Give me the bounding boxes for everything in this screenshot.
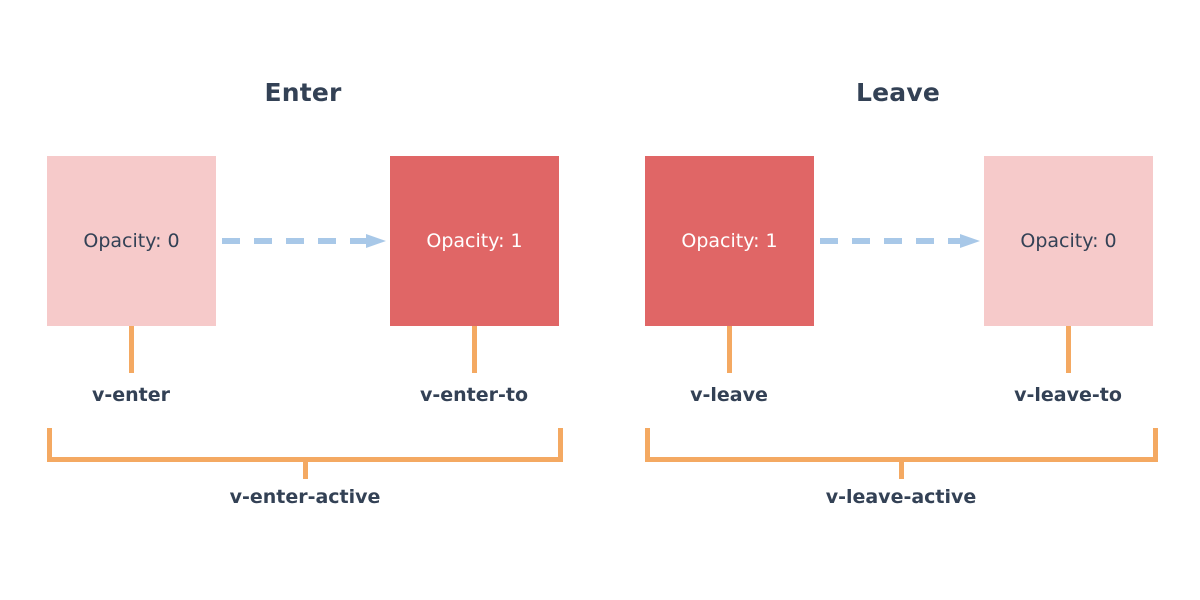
leave-group-title: Leave (855, 78, 940, 107)
v-leave-class-label: v-leave (690, 384, 768, 406)
leave-arrow-head (960, 234, 980, 248)
v-leave-to-connector (1066, 326, 1071, 373)
enter-from-box-label: Opacity: 0 (83, 230, 180, 252)
enter-to-box: Opacity: 1 (390, 156, 559, 326)
enter-arrow-head (366, 234, 386, 248)
v-leave-active-class-label: v-leave-active (825, 486, 977, 508)
enter-from-box: Opacity: 0 (47, 156, 216, 326)
v-enter-active-bracket (47, 428, 563, 462)
enter-arrow-dashes (222, 238, 366, 244)
v-leave-active-bracket (645, 428, 1158, 462)
leave-to-box: Opacity: 0 (984, 156, 1153, 326)
v-leave-to-class-label: v-leave-to (1014, 384, 1122, 406)
v-enter-active-class-label: v-enter-active (229, 486, 381, 508)
v-leave-connector (727, 326, 732, 373)
v-enter-to-connector (472, 326, 477, 373)
leave-to-box-label: Opacity: 0 (1020, 230, 1117, 252)
v-leave-active-connector (899, 459, 904, 479)
enter-transition-arrow-icon (222, 234, 386, 248)
v-enter-class-label: v-enter (91, 384, 171, 406)
v-enter-active-connector (303, 459, 308, 479)
leave-from-box-label: Opacity: 1 (681, 230, 778, 252)
leave-transition-arrow-icon (820, 234, 980, 248)
leave-from-box: Opacity: 1 (645, 156, 814, 326)
v-enter-to-class-label: v-enter-to (419, 384, 529, 406)
enter-group-title: Enter (264, 78, 342, 107)
leave-arrow-dashes (820, 238, 960, 244)
v-enter-connector (129, 326, 134, 373)
enter-to-box-label: Opacity: 1 (426, 230, 523, 252)
